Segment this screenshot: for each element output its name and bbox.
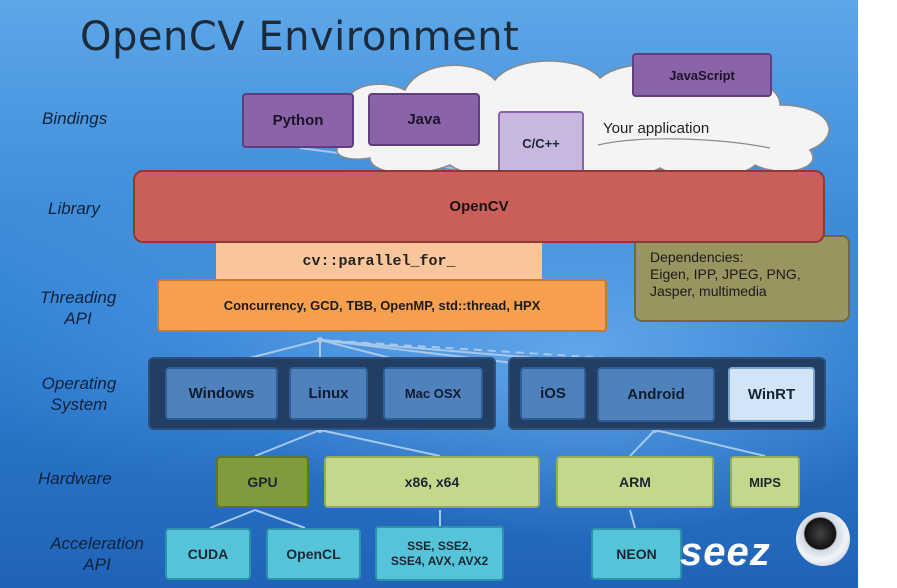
- linux-os[interactable]: Linux: [289, 367, 368, 420]
- gpu-hardware-label: GPU: [247, 474, 278, 490]
- opencv-library[interactable]: OpenCV: [133, 170, 825, 243]
- seez-logo-text: seez: [680, 530, 771, 574]
- parallel-for-label: cv::parallel_for_: [302, 252, 456, 270]
- sse-avx-accel[interactable]: SSE, SSE2, SSE4, AVX, AVX2: [375, 526, 504, 581]
- mips-hardware-label: MIPS: [749, 474, 781, 490]
- opencv-library-label: OpenCV: [449, 198, 509, 215]
- right-margin: [858, 0, 897, 588]
- your-application-label: Your application: [603, 120, 710, 137]
- dependencies-line1: Dependencies:: [650, 249, 744, 265]
- macosx-os-label: Mac OSX: [404, 386, 462, 401]
- ios-os[interactable]: iOS: [520, 367, 586, 420]
- javascript-binding[interactable]: JavaScript: [632, 53, 772, 97]
- javascript-binding-label: JavaScript: [669, 67, 735, 83]
- sse-avx-accel-line1: SSE, SSE2,: [407, 538, 472, 553]
- windows-os[interactable]: Windows: [165, 367, 278, 420]
- layer-label-accel-line1: Acceleration: [50, 534, 144, 553]
- dependencies-line2: Eigen, IPP, JPEG, PNG,: [650, 266, 801, 282]
- windows-os-label: Windows: [188, 385, 255, 402]
- dependencies-line3: Jasper, multimedia: [650, 283, 767, 299]
- layer-label-threading-line1: Threading: [39, 288, 117, 307]
- python-binding-label: Python: [272, 112, 324, 129]
- ios-os-label: iOS: [540, 385, 566, 402]
- arm-hardware[interactable]: ARM: [556, 456, 714, 508]
- layer-label-hardware: Hardware: [38, 469, 112, 488]
- cpp-binding[interactable]: C/C++: [498, 111, 584, 175]
- cuda-accel[interactable]: CUDA: [165, 528, 251, 580]
- macosx-os[interactable]: Mac OSX: [383, 367, 483, 420]
- camera-lens-icon: [796, 512, 850, 566]
- x86-hardware[interactable]: x86, x64: [324, 456, 540, 508]
- x86-hardware-label: x86, x64: [404, 474, 460, 490]
- slide-canvas: OpenCV Environment Your application Java…: [0, 0, 858, 588]
- cpp-binding-label: C/C++: [522, 135, 560, 151]
- threading-backends-box[interactable]: Concurrency, GCD, TBB, OpenMP, std::thre…: [157, 279, 607, 332]
- python-binding[interactable]: Python: [242, 93, 354, 148]
- threading-backends-label: Concurrency, GCD, TBB, OpenMP, std::thre…: [223, 298, 541, 313]
- layer-label-threading: Threading API: [38, 287, 118, 329]
- arm-hardware-label: ARM: [619, 474, 651, 490]
- mips-hardware[interactable]: MIPS: [730, 456, 800, 508]
- android-os-label: Android: [627, 386, 685, 403]
- cuda-accel-label: CUDA: [187, 546, 229, 562]
- layer-label-threading-line2: API: [64, 309, 92, 328]
- opencl-accel[interactable]: OpenCL: [266, 528, 361, 580]
- opencl-accel-label: OpenCL: [286, 546, 341, 562]
- sse-avx-accel-line2: SSE4, AVX, AVX2: [390, 553, 489, 568]
- neon-accel-label: NEON: [616, 546, 657, 562]
- winrt-os[interactable]: WinRT: [728, 367, 815, 422]
- layer-label-accel-line2: API: [83, 555, 111, 574]
- neon-accel[interactable]: NEON: [591, 528, 682, 580]
- dependencies-box: Dependencies: Eigen, IPP, JPEG, PNG, Jas…: [634, 235, 850, 322]
- layer-label-os-line2: System: [50, 395, 108, 414]
- layer-label-bindings: Bindings: [42, 109, 108, 128]
- java-binding-label: Java: [407, 111, 441, 128]
- winrt-os-label: WinRT: [747, 386, 796, 403]
- android-os[interactable]: Android: [597, 367, 715, 422]
- layer-label-accel: Acceleration API: [36, 533, 158, 575]
- slide-title: OpenCV Environment: [80, 14, 520, 60]
- linux-os-label: Linux: [308, 385, 349, 402]
- layer-label-library: Library: [48, 199, 100, 218]
- layer-label-os-line1: Operating: [41, 374, 117, 393]
- gpu-hardware[interactable]: GPU: [216, 456, 309, 508]
- java-binding[interactable]: Java: [368, 93, 480, 146]
- parallel-for-box[interactable]: cv::parallel_for_: [216, 243, 542, 279]
- layer-label-os: Operating System: [34, 373, 124, 415]
